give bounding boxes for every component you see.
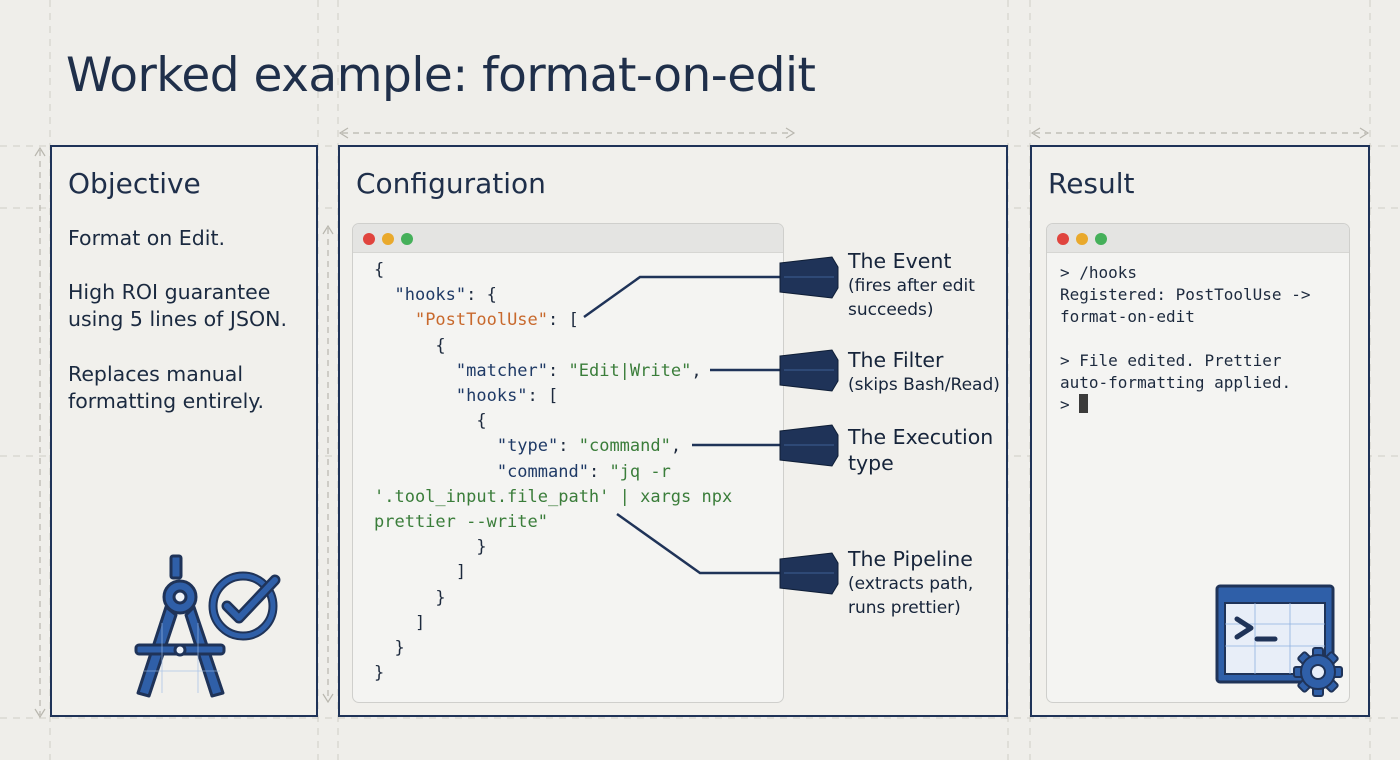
callout-connectors: [583, 256, 839, 595]
maximize-dot[interactable]: [1095, 233, 1107, 245]
code-token: ,: [670, 436, 682, 457]
maximize-dot[interactable]: [401, 233, 413, 245]
code-token: : [: [527, 386, 559, 407]
code-token: ,: [691, 360, 702, 381]
code-line: {: [374, 258, 732, 283]
code-token: ]: [374, 562, 467, 583]
close-dot[interactable]: [363, 233, 375, 245]
terminal-prompt: >: [1060, 395, 1080, 414]
objective-panel: Objective Format on Edit. High ROI guara…: [50, 145, 318, 717]
code-line: "command": "jq -r: [374, 460, 732, 485]
json-code-block: { "hooks": { "PostToolUse": [ { "matcher…: [374, 258, 732, 686]
result-panel: Result > /hooks Registered: PostToolUse …: [1030, 145, 1370, 717]
window-titlebar: [1047, 224, 1349, 253]
objective-paragraph: Replaces manual formatting entirely.: [68, 362, 265, 413]
code-token: }: [374, 537, 487, 558]
close-dot[interactable]: [1057, 233, 1069, 245]
terminal-output: > /hooks Registered: PostToolUse -> form…: [1060, 262, 1310, 416]
code-token: ]: [374, 612, 426, 633]
code-token: }: [374, 663, 385, 684]
callout-title: The Filter: [848, 348, 944, 372]
configuration-heading: Configuration: [356, 167, 546, 200]
code-line: }: [374, 586, 732, 611]
code-line: "PostToolUse": [: [374, 308, 732, 333]
callout-description: (skips Bash/Read): [848, 375, 1000, 395]
objective-paragraph: Format on Edit.: [68, 226, 226, 250]
code-token: "hooks": [455, 386, 528, 407]
terminal-line: auto-formatting applied.: [1060, 373, 1292, 392]
objective-heading: Objective: [68, 167, 201, 200]
checkmark-circle-icon: [208, 571, 281, 641]
code-token: }: [374, 587, 446, 608]
code-token: : {: [466, 285, 497, 306]
terminal-prompt-line[interactable]: >: [1060, 394, 1310, 416]
callout-description: (extracts path, runs prettier): [848, 574, 974, 618]
code-window: { "hooks": { "PostToolUse": [ { "matcher…: [352, 223, 784, 703]
code-line: "matcher": "Edit|Write",: [374, 359, 732, 384]
callout-pipeline: The Pipeline (extracts path, runs pretti…: [848, 546, 983, 620]
code-token: :: [558, 436, 579, 457]
page-title: Worked example: format-on-edit: [66, 48, 816, 103]
code-token: :: [588, 461, 610, 482]
code-line: }: [374, 661, 732, 686]
terminal-cursor: [1079, 394, 1089, 413]
terminal-line: > /hooks: [1060, 263, 1138, 282]
code-line: "hooks": [: [374, 384, 732, 409]
code-line: }: [374, 535, 732, 560]
configuration-panel: Configuration { "hooks": { "PostToolUse"…: [338, 145, 1008, 717]
terminal-line: Registered: PostToolUse ->: [1060, 285, 1311, 304]
terminal-line: format-on-edit: [1060, 307, 1195, 326]
code-token: prettier --write": [374, 512, 548, 533]
callout-event: The Event (fires after edit succeeds): [848, 248, 993, 322]
objective-paragraph: High ROI guarantee using 5 lines of JSON…: [68, 280, 287, 331]
code-token: "Edit|Write": [568, 360, 692, 381]
callout-description: (fires after edit succeeds): [848, 276, 975, 320]
minimize-dot[interactable]: [382, 233, 394, 245]
callout-title: The Pipeline: [848, 547, 973, 571]
code-line: prettier --write": [374, 510, 732, 535]
code-line: }: [374, 636, 732, 661]
terminal-window: > /hooks Registered: PostToolUse -> form…: [1046, 223, 1350, 703]
code-token: "jq -r: [609, 461, 671, 482]
terminal-line: [1060, 328, 1310, 350]
code-token: "PostToolUse": [414, 310, 549, 331]
callout-title: The Event: [848, 249, 952, 273]
code-token: "command": [578, 436, 671, 457]
code-token: :: [548, 360, 569, 381]
minimize-dot[interactable]: [1076, 233, 1088, 245]
code-line: {: [374, 334, 732, 359]
code-line: '.tool_input.file_path' | xargs npx: [374, 485, 732, 510]
code-line: ]: [374, 560, 732, 585]
code-token: "type": [496, 436, 559, 457]
code-token: }: [374, 638, 405, 659]
code-token: {: [374, 335, 446, 356]
code-token: {: [374, 411, 487, 432]
code-token: "hooks": [394, 285, 467, 306]
terminal-gear-icon: [1215, 584, 1343, 697]
window-titlebar: [353, 224, 783, 253]
code-token: : [: [548, 310, 579, 331]
terminal-line: > File edited. Prettier: [1060, 351, 1282, 370]
callout-execution-type: The Execution type: [848, 424, 998, 476]
code-line: "type": "command",: [374, 434, 732, 459]
code-token: '.tool_input.file_path' | xargs npx: [374, 486, 733, 507]
drafting-compass-icon: [134, 554, 226, 698]
code-token: "matcher": [455, 360, 549, 381]
code-line: {: [374, 409, 732, 434]
callout-filter: The Filter (skips Bash/Read): [848, 347, 1000, 397]
code-line: ]: [374, 611, 732, 636]
code-line: "hooks": {: [374, 283, 732, 308]
code-token: "command": [496, 461, 589, 482]
result-heading: Result: [1048, 167, 1135, 200]
callout-title: The Execution type: [848, 425, 994, 475]
code-token: {: [374, 260, 385, 280]
